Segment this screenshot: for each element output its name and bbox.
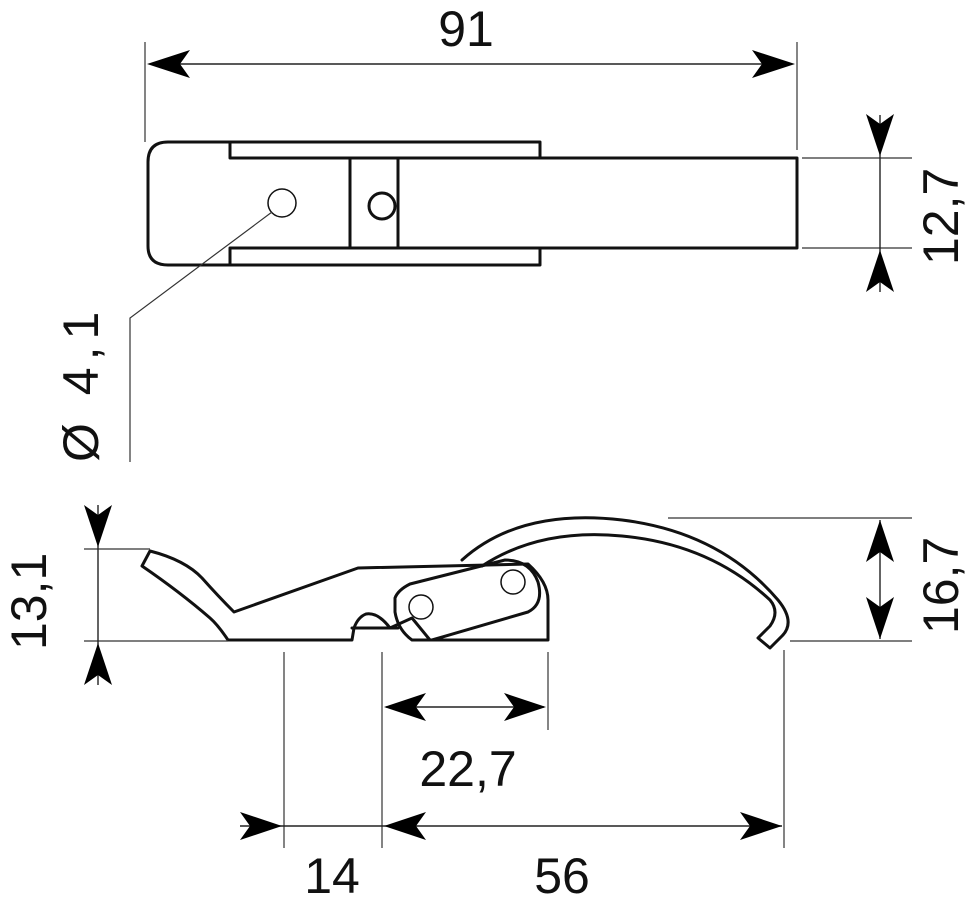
arrowhead xyxy=(866,520,894,562)
arrowhead xyxy=(240,812,282,840)
dim-mount-offset: 14 xyxy=(304,848,360,900)
arrowhead xyxy=(752,50,795,78)
latch-base-side xyxy=(140,549,550,642)
dim-pivot-span: 22,7 xyxy=(419,741,516,797)
arrowhead xyxy=(147,50,190,78)
lever-arm xyxy=(393,558,542,642)
dim-closed-reach: 56 xyxy=(534,848,590,900)
pivot-pin xyxy=(500,569,526,595)
arrowhead xyxy=(740,812,782,840)
arrowhead xyxy=(84,643,112,685)
dim-hole-diameter: Ø 4,1 xyxy=(53,305,109,462)
leader-line xyxy=(129,211,273,462)
mounting-hole xyxy=(267,188,297,218)
arrowhead xyxy=(866,114,894,156)
pivot-block xyxy=(348,156,400,250)
dim-overall-length: 91 xyxy=(438,1,494,57)
side-view: 13,1 16,7 22,7 14 56 xyxy=(1,505,969,900)
dim-hook-height: 16,7 xyxy=(913,537,969,634)
arrowhead xyxy=(84,505,112,547)
rivet xyxy=(367,191,397,221)
arrowhead xyxy=(384,812,426,840)
arrowhead xyxy=(866,250,894,292)
flange-edge xyxy=(228,140,542,160)
dim-base-height: 13,1 xyxy=(1,553,57,650)
pivot-pin xyxy=(408,594,434,620)
arrowhead xyxy=(504,693,546,721)
spring-hook xyxy=(460,516,790,650)
arrowhead xyxy=(866,597,894,639)
arrowhead xyxy=(384,693,426,721)
latch-body-top xyxy=(146,140,799,267)
top-view: 91 Ø 4,1 12,7 xyxy=(53,1,969,462)
flange-edge xyxy=(228,246,542,267)
dim-width: 12,7 xyxy=(913,168,969,265)
